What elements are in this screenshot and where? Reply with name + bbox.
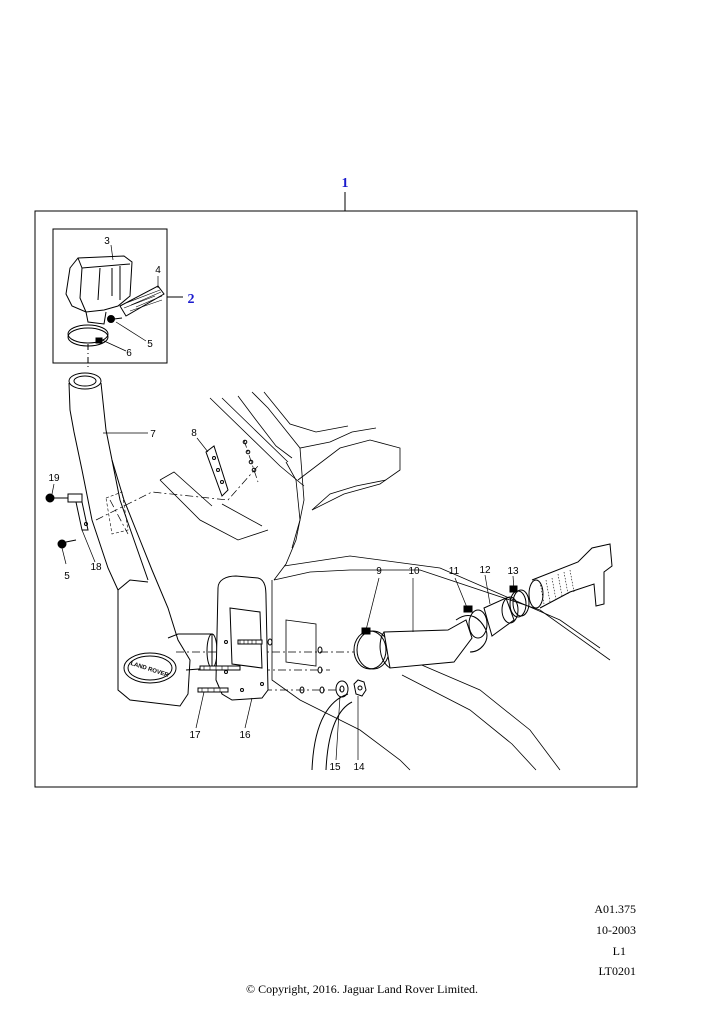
diagram-level: L1 bbox=[612, 944, 626, 958]
callout-8: 8 bbox=[191, 428, 197, 439]
callout-19: 19 bbox=[48, 473, 60, 484]
coupler-11 bbox=[463, 605, 488, 639]
mount-holes bbox=[267, 638, 325, 694]
assembly-frame bbox=[34, 210, 638, 788]
leader-lines bbox=[51, 244, 515, 761]
wheel-arch bbox=[311, 693, 353, 771]
diagram-date: 10-2003 bbox=[596, 923, 636, 937]
callout-7: 7 bbox=[150, 429, 156, 440]
diagram-ref: A01.375 bbox=[594, 902, 636, 916]
subassembly-frame bbox=[52, 228, 168, 364]
screw-5 bbox=[57, 539, 77, 549]
copyright: © Copyright, 2016. Jaguar Land Rover Lim… bbox=[245, 982, 479, 996]
subassembly-number: 2 bbox=[188, 292, 195, 307]
snorkel-body bbox=[68, 372, 218, 707]
intake-hose bbox=[379, 615, 488, 669]
callout-4: 4 bbox=[155, 265, 161, 276]
hose-clamp-9 bbox=[353, 627, 390, 670]
screw-small bbox=[107, 315, 123, 323]
studs bbox=[197, 639, 263, 693]
bolt-19 bbox=[45, 493, 68, 503]
mounting-plate bbox=[215, 575, 269, 701]
mesh-grille bbox=[119, 285, 165, 317]
corrugated-duct bbox=[528, 543, 613, 609]
callout-17: 17 bbox=[189, 730, 201, 741]
nut bbox=[353, 679, 367, 697]
callout-14: 14 bbox=[353, 762, 365, 773]
callout-15: 15 bbox=[329, 762, 341, 773]
diagram-code: LT0201 bbox=[598, 964, 636, 978]
side-bracket bbox=[67, 491, 129, 535]
callout-18: 18 bbox=[90, 562, 102, 573]
callout-9: 9 bbox=[376, 566, 382, 577]
callout-10: 10 bbox=[408, 566, 420, 577]
callout-11: 11 bbox=[449, 566, 460, 577]
mounting-bracket bbox=[205, 439, 257, 497]
callout-6: 6 bbox=[126, 348, 132, 359]
snorkel-head bbox=[65, 255, 133, 325]
clamp-ring bbox=[67, 324, 109, 347]
washer bbox=[335, 680, 349, 698]
land-rover-logo: LAND ROVER bbox=[130, 661, 170, 679]
assembly-number: 1 bbox=[342, 176, 349, 191]
callout-12: 12 bbox=[479, 565, 491, 576]
coupler-12 bbox=[483, 596, 519, 637]
callout-16: 16 bbox=[239, 730, 251, 741]
callout-3: 3 bbox=[104, 236, 110, 247]
callout-5: 5 bbox=[64, 571, 70, 582]
callout-5-box: 5 bbox=[147, 339, 153, 350]
vehicle-body bbox=[159, 391, 611, 771]
coupler-13 bbox=[509, 585, 530, 618]
callout-13: 13 bbox=[507, 566, 519, 577]
